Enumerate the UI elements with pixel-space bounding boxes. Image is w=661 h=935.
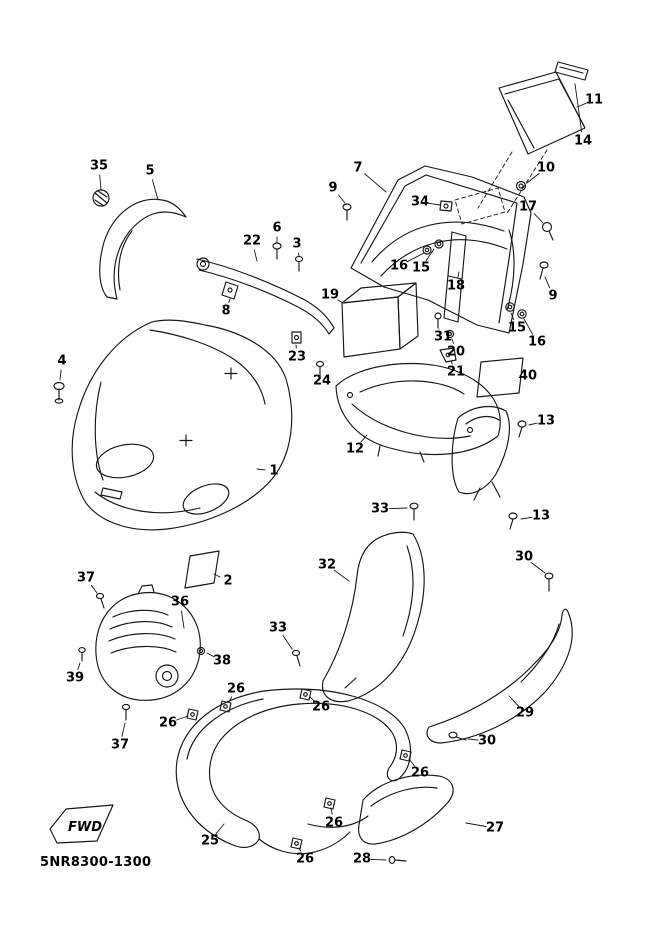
leader-layer bbox=[59, 83, 587, 861]
leader-line-22 bbox=[253, 249, 258, 262]
leader-line-8 bbox=[228, 298, 231, 303]
leader-line-33 bbox=[282, 635, 293, 650]
dashed-alignment-lines bbox=[454, 149, 548, 225]
leader-line-34 bbox=[428, 202, 441, 206]
leader-line-26 bbox=[298, 847, 302, 852]
leader-line-37 bbox=[121, 722, 126, 737]
leader-line-3 bbox=[298, 252, 300, 257]
side-cover-part29 bbox=[426, 608, 573, 744]
box-part19 bbox=[341, 282, 419, 358]
leader-line-32 bbox=[333, 569, 350, 582]
main-cowl-part1 bbox=[71, 319, 293, 531]
lower-cowl-part25 bbox=[175, 688, 412, 855]
leader-line-18 bbox=[457, 271, 460, 278]
leader-line-33 bbox=[388, 507, 408, 510]
inner-panel-part7 bbox=[350, 165, 532, 334]
leader-line-28 bbox=[370, 858, 387, 861]
clip-part23 bbox=[291, 331, 302, 344]
fastener-glyphs bbox=[78, 180, 554, 864]
center-panel-part32 bbox=[321, 531, 425, 703]
leader-line-26 bbox=[228, 696, 233, 703]
emblem-part35 bbox=[92, 189, 110, 207]
leader-line-40 bbox=[518, 376, 523, 378]
leader-line-16 bbox=[406, 252, 425, 263]
bracket-part8 bbox=[221, 281, 239, 300]
leader-line-20 bbox=[451, 338, 454, 344]
leader-line-9 bbox=[338, 194, 346, 204]
windscreen-strip-part14 bbox=[554, 61, 589, 81]
fwd-arrow bbox=[49, 804, 114, 844]
leader-line-13 bbox=[528, 422, 538, 426]
leader-line-21 bbox=[450, 360, 453, 365]
leader-line-26 bbox=[176, 715, 189, 721]
pocket-panel-part12 bbox=[335, 362, 501, 463]
leader-line-30 bbox=[530, 562, 546, 574]
leader-line-30 bbox=[467, 738, 479, 741]
leader-line-39 bbox=[77, 662, 81, 670]
leader-line-27 bbox=[465, 822, 487, 827]
trim-part27 bbox=[358, 774, 454, 845]
bolt-part4 bbox=[53, 381, 65, 404]
front-upper-cowl-part5 bbox=[99, 198, 187, 300]
leader-line-1 bbox=[256, 468, 266, 471]
leader-line-16 bbox=[523, 318, 534, 335]
leader-line-7 bbox=[364, 173, 387, 193]
leader-line-26 bbox=[408, 758, 415, 767]
leader-line-17 bbox=[533, 213, 544, 224]
leader-line-13 bbox=[520, 516, 533, 520]
leader-line-2 bbox=[213, 573, 221, 578]
leader-line-26 bbox=[309, 696, 315, 702]
leader-line-15 bbox=[425, 248, 435, 262]
panel-part2 bbox=[184, 550, 220, 589]
windscreen-garnish-part11 bbox=[498, 71, 586, 155]
leader-line-37 bbox=[90, 584, 98, 594]
leader-line-29 bbox=[508, 695, 520, 707]
fwd-label: FWD bbox=[68, 820, 102, 835]
washers-parts15-16 bbox=[422, 239, 527, 319]
leader-line-5 bbox=[151, 179, 159, 201]
stay-part22 bbox=[196, 257, 335, 335]
leader-line-36 bbox=[180, 610, 185, 629]
leader-line-15 bbox=[510, 312, 515, 321]
leader-line-10 bbox=[526, 173, 540, 184]
leader-line-14 bbox=[574, 83, 583, 133]
leader-line-9 bbox=[544, 276, 550, 289]
leader-line-19 bbox=[337, 299, 344, 304]
leader-line-12 bbox=[360, 434, 368, 443]
lower-front-cover-part36 bbox=[95, 584, 201, 701]
leader-line-4 bbox=[59, 369, 62, 381]
leader-line-25 bbox=[215, 823, 225, 835]
leader-line-26 bbox=[330, 807, 333, 815]
leader-line-35 bbox=[99, 174, 102, 191]
panel-part40 bbox=[476, 357, 524, 398]
clips-part26 bbox=[186, 688, 412, 850]
hardware-parts31-20-21 bbox=[434, 312, 457, 363]
diagram-code: 5NR8300-1300 bbox=[40, 855, 152, 870]
side-bracket-part12b bbox=[451, 405, 510, 501]
leader-line-38 bbox=[206, 652, 215, 658]
